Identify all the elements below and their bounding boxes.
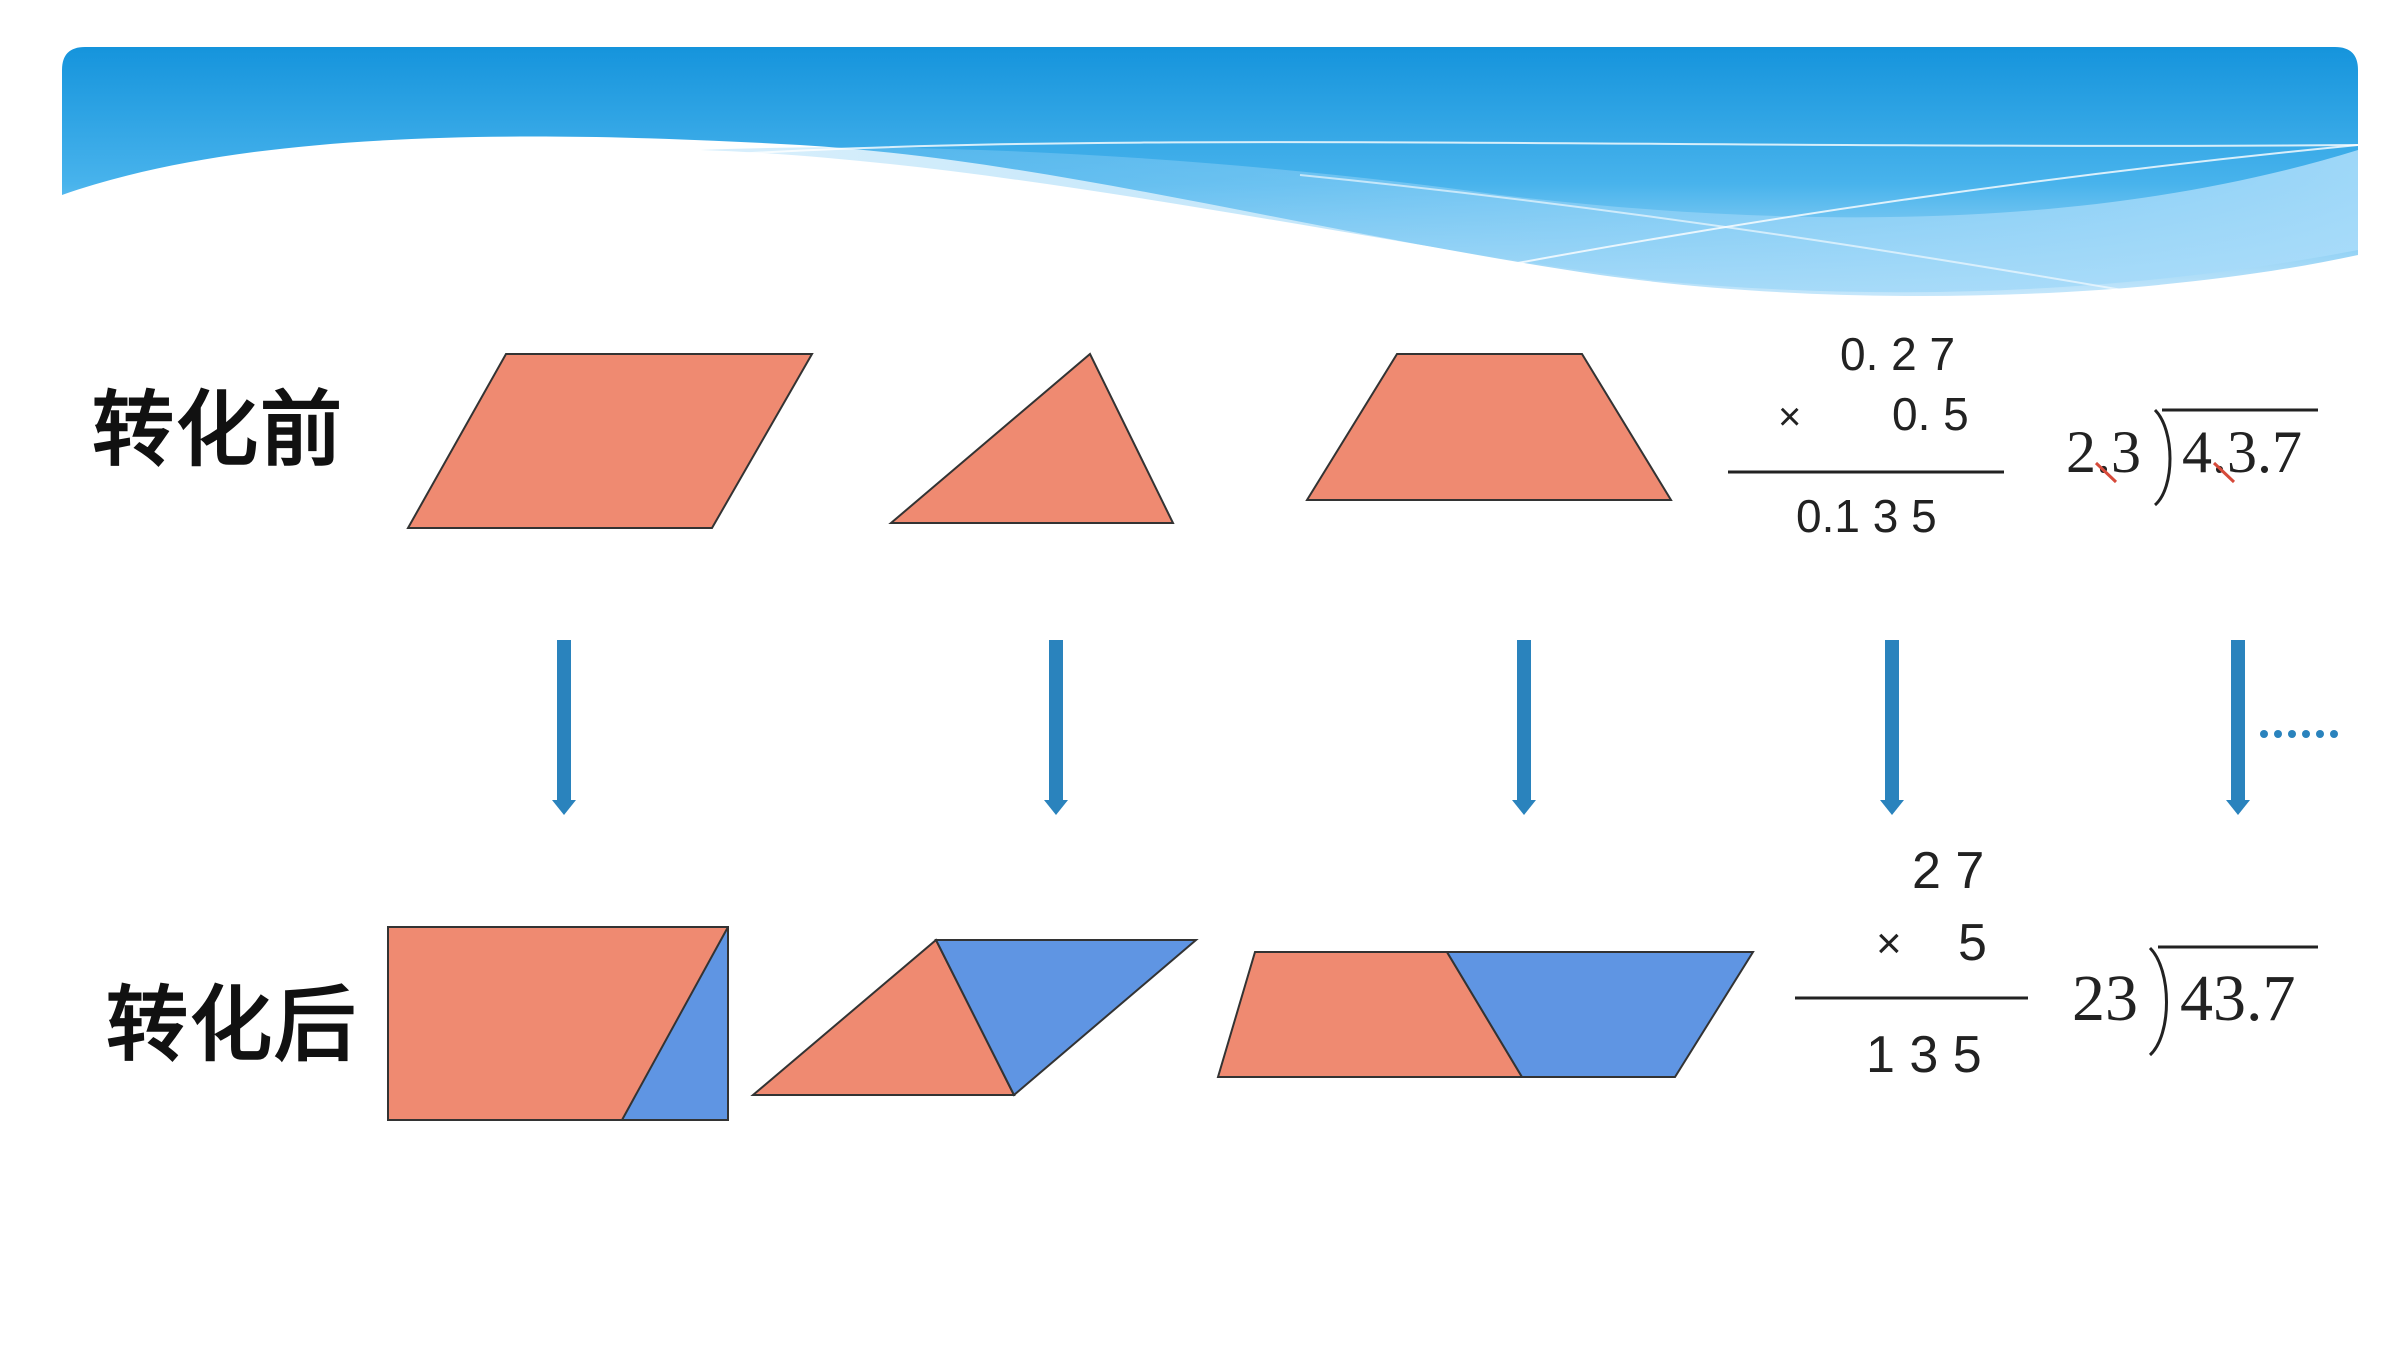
integer-division: 23 43.7 — [2072, 945, 2318, 1057]
down-arrow — [1880, 640, 1904, 815]
ellipsis-dots — [2260, 730, 2338, 738]
triangle-shape — [888, 352, 1175, 524]
divisor: 23 — [2072, 962, 2138, 1035]
parallelogram-transformed — [1216, 951, 1755, 1078]
decimal-multiplication: 0. 2 7 × 0. 5 0.1 3 5 — [1728, 328, 2004, 542]
division-bracket — [2148, 946, 2168, 1057]
times-sign: × — [1876, 919, 1902, 968]
integer-multiplication: 2 7 × 5 1 3 5 — [1795, 842, 2028, 1084]
label-before: 转化前 — [92, 383, 345, 478]
multiplier: 5 — [1958, 914, 1987, 972]
parallelogram-shape — [406, 353, 814, 529]
down-arrow — [1044, 640, 1068, 815]
multiplicand: 0. 2 7 — [1840, 328, 1955, 380]
down-arrow — [2226, 640, 2250, 815]
division-bracket — [2153, 408, 2172, 507]
product: 0.1 3 5 — [1796, 490, 1937, 542]
multiplier: 0. 5 — [1892, 388, 1969, 440]
move-point-mark — [2094, 461, 2118, 484]
decimal-division: 2.3 4.3.7 — [2066, 408, 2318, 507]
header-wave — [62, 47, 2359, 301]
down-arrow — [1512, 640, 1536, 815]
divisor: 2.3 — [2066, 419, 2141, 485]
multiplicand: 2 7 — [1912, 842, 1984, 900]
times-sign: × — [1778, 395, 1801, 439]
rectangle-transformed — [387, 926, 729, 1121]
down-arrow — [552, 640, 576, 815]
move-point-mark — [2212, 461, 2236, 484]
product: 1 3 5 — [1866, 1026, 1982, 1084]
trapezoid-shape — [1305, 353, 1673, 501]
dividend: 43.7 — [2180, 962, 2296, 1035]
parallelogram-transformed — [750, 938, 1199, 1097]
label-after: 转化后 — [106, 978, 359, 1073]
dividend: 4.3.7 — [2182, 419, 2302, 485]
